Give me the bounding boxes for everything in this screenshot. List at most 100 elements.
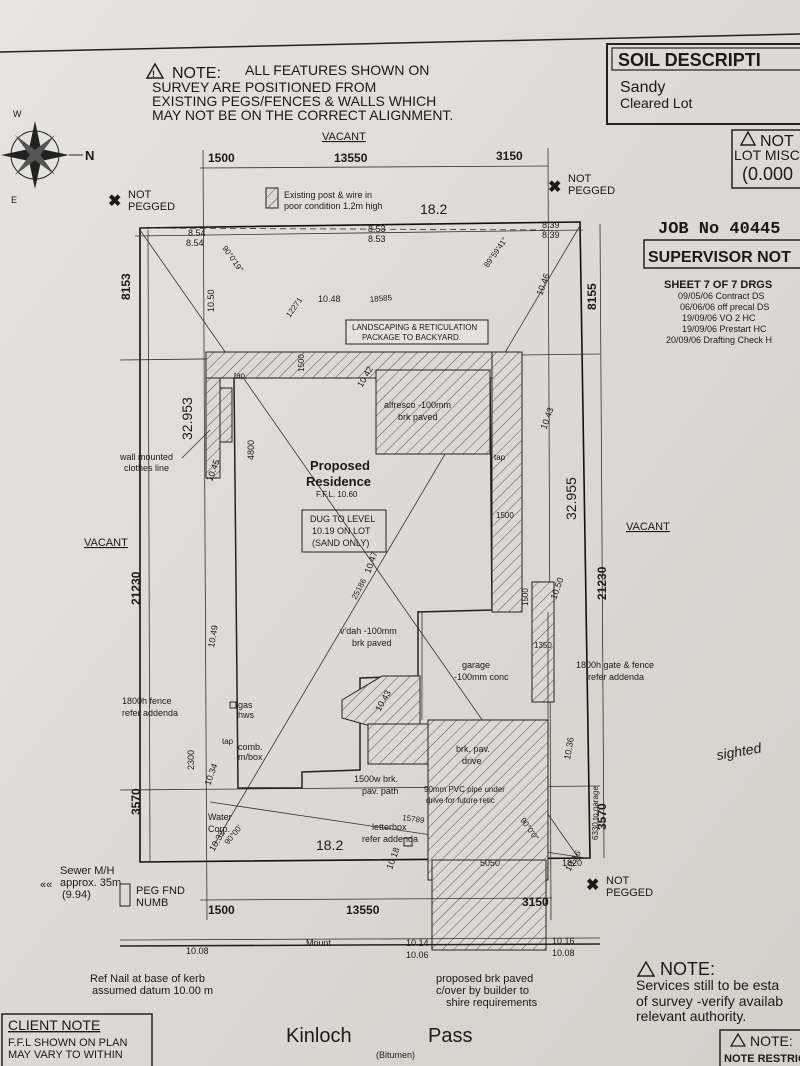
svg-text:18.2: 18.2 — [420, 201, 447, 217]
svg-text:proposed brk paved: proposed brk paved — [436, 973, 533, 985]
svg-text:hws: hws — [238, 710, 255, 720]
svg-text:PEG FND: PEG FND — [136, 885, 185, 897]
svg-text:Corp.: Corp. — [208, 824, 230, 834]
soil-description-box: SOIL DESCRIPTI Sandy Cleared Lot — [606, 43, 800, 125]
landscaping-note: LANDSCAPING & RETICULATION PACKAGE TO BA… — [345, 319, 489, 345]
existing-post-note: Existing post & wire in poor condition 1… — [265, 187, 383, 211]
svg-text:!: ! — [152, 69, 155, 79]
warning-icon — [739, 130, 757, 146]
cross-peg-icon: ✖ — [108, 193, 121, 210]
floor-level: F.F.L. 10.60 — [316, 490, 358, 499]
job-block: JOB No 40445 SUPERVISOR NOT SHEET 7 OF 7… — [643, 220, 800, 345]
svg-text:8.53: 8.53 — [368, 224, 386, 234]
svg-text:clothes line: clothes line — [124, 463, 169, 473]
svg-text:Water: Water — [208, 812, 232, 822]
north-arrow-icon: N W E — [1, 109, 94, 205]
svg-text:refer addenda: refer addenda — [362, 834, 418, 844]
peg-found-note: PEG FND NUMB — [119, 883, 185, 909]
svg-text:NOT: NOT — [606, 875, 630, 887]
svg-text:drive: drive — [462, 756, 482, 766]
svg-text:5050: 5050 — [480, 858, 500, 868]
left-dimensions: 8153 21230 3570 32.953 4800 2300 — [119, 229, 256, 863]
lot-boundary — [119, 147, 601, 921]
svg-text:10.08: 10.08 — [552, 948, 575, 958]
svg-text:10.19 ON LOT: 10.19 ON LOT — [312, 526, 371, 536]
svg-text:c/over by builder to: c/over by builder to — [436, 985, 529, 997]
svg-text:garage: garage — [462, 660, 490, 670]
svg-text:alfresco -100mm: alfresco -100mm — [384, 400, 451, 410]
svg-text:poor condition 1.2m high: poor condition 1.2m high — [284, 201, 383, 211]
svg-text:4800: 4800 — [246, 440, 256, 460]
svg-text:1500w brk.: 1500w brk. — [354, 774, 398, 784]
svg-text:10.49: 10.49 — [206, 624, 220, 648]
svg-text:Pass: Pass — [428, 1025, 472, 1047]
top-note: ! NOTE: ALL FEATURES SHOWN ON SURVEY ARE… — [145, 62, 453, 123]
svg-text:(Bitumen): (Bitumen) — [376, 1050, 415, 1060]
crossover-paving — [431, 859, 547, 951]
top-dimensions: 1500 13550 3150 18.2 8.54 8.54 8.53 8.53… — [186, 149, 560, 248]
warning-icon — [729, 1032, 747, 1047]
svg-text:PACKAGE TO BACKYARD.: PACKAGE TO BACKYARD. — [362, 333, 461, 342]
diagonal-measures: 90°0'19" 89°59'41" 12271 18585 25186 157… — [220, 236, 540, 846]
svg-text:EXISTING PEGS/FENCES & WALLS W: EXISTING PEGS/FENCES & WALLS WHICH — [152, 93, 436, 109]
svg-text:1500: 1500 — [521, 588, 530, 606]
svg-text:tap: tap — [222, 737, 234, 746]
svg-text:drive for future retic: drive for future retic — [426, 796, 495, 805]
svg-text:PEGGED: PEGGED — [128, 201, 175, 213]
svg-text:2300: 2300 — [186, 750, 196, 770]
svg-text:tap: tap — [234, 371, 246, 380]
residence-title: Proposed — [310, 458, 370, 473]
svg-text:NOTE RESTRIC: NOTE RESTRIC — [724, 1053, 800, 1065]
svg-text:10.36: 10.36 — [562, 736, 576, 760]
svg-text:refer addenda: refer addenda — [588, 672, 644, 682]
svg-text:MAY VARY TO WITHIN: MAY VARY TO WITHIN — [8, 1049, 123, 1061]
svg-text:3570: 3570 — [595, 803, 609, 830]
svg-text:PEGGED: PEGGED — [606, 887, 653, 899]
svg-text:Sewer M/H: Sewer M/H — [60, 865, 114, 877]
svg-text:8155: 8155 — [585, 283, 599, 310]
bottom-dimensions: 1500 13550 3150 18.2 5050 1820 — [199, 837, 582, 917]
svg-text:MAY NOT BE ON THE CORRECT ALIG: MAY NOT BE ON THE CORRECT ALIGNMENT. — [152, 107, 453, 123]
svg-text:1500: 1500 — [496, 511, 514, 520]
lot-misc-box: NOT LOT MISC (0.000 — [731, 129, 800, 189]
svg-text:10.06: 10.06 — [406, 950, 429, 960]
svg-text:NOT: NOT — [760, 133, 794, 150]
svg-text:21230: 21230 — [595, 566, 609, 600]
not-pegged-tr: ✖ NOT PEGGED — [548, 173, 615, 197]
right-dimensions: 8155 21230 3570 32.955 6330 to garage 15… — [297, 223, 609, 859]
svg-text:E: E — [11, 195, 17, 205]
svg-text:brk paved: brk paved — [352, 638, 392, 648]
svg-text:tap: tap — [494, 453, 506, 462]
svg-text:gas: gas — [238, 700, 253, 710]
svg-text:LOT MISC: LOT MISC — [734, 147, 800, 163]
vacant-label-right: VACANT — [626, 521, 670, 533]
svg-text:refer addenda: refer addenda — [122, 708, 178, 718]
svg-text:1500: 1500 — [297, 354, 306, 372]
proposed-residence — [205, 351, 555, 951]
svg-text:shire requirements: shire requirements — [446, 997, 538, 1009]
street-name: Kinloch Pass (Bitumen) — [286, 1025, 472, 1060]
svg-text:CLIENT NOTE: CLIENT NOTE — [8, 1017, 100, 1033]
svg-text:DUG TO LEVEL: DUG TO LEVEL — [310, 514, 375, 524]
svg-text:3150: 3150 — [522, 895, 549, 909]
svg-text:(0.000: (0.000 — [742, 164, 793, 184]
alfresco-paving — [375, 369, 491, 455]
svg-text:32.953: 32.953 — [179, 397, 195, 440]
svg-text:letterbox: letterbox — [372, 822, 407, 832]
svg-text:comb.: comb. — [238, 742, 263, 752]
svg-text:brk. pav.: brk. pav. — [456, 744, 490, 754]
revision-row: 06/06/06 off precal DS — [680, 302, 769, 312]
svg-text:90mm PVC pipe under: 90mm PVC pipe under — [424, 785, 505, 794]
svg-text:10.48: 10.48 — [318, 294, 341, 304]
cross-peg-icon: ✖ — [586, 877, 599, 894]
svg-text:LANDSCAPING & RETICULATION: LANDSCAPING & RETICULATION — [352, 323, 477, 332]
svg-text:10.16: 10.16 — [552, 936, 575, 946]
svg-text:18585: 18585 — [369, 293, 392, 304]
svg-text:(9.94): (9.94) — [62, 889, 91, 901]
svg-text:W: W — [13, 109, 22, 119]
svg-text:8153: 8153 — [119, 273, 133, 300]
svg-text:8.39: 8.39 — [542, 220, 560, 230]
handwritten-annotation: sighted — [715, 739, 763, 763]
svg-text:8.39: 8.39 — [542, 230, 560, 240]
